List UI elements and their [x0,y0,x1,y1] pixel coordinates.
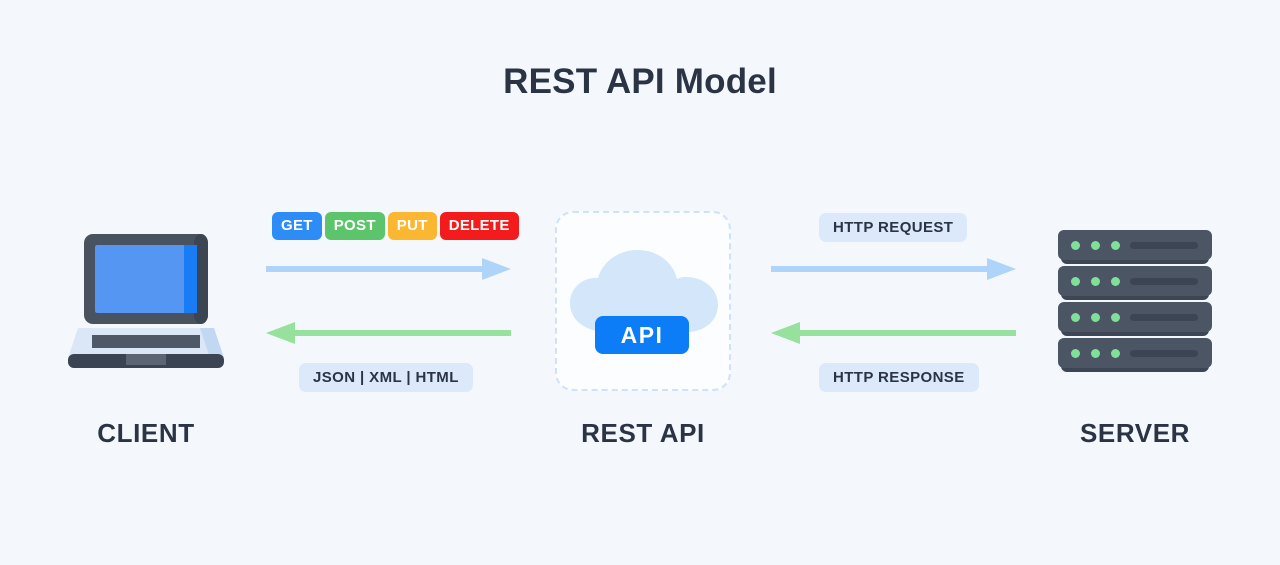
badge-delete[interactable]: DELETE [439,212,519,240]
server-led [1071,277,1080,286]
http-response-badge: HTTP RESPONSE [819,363,979,392]
http-method-badges: GET POST PUT DELETE [272,212,519,240]
server-label: SERVER [1079,418,1191,448]
server-bar [1130,350,1198,357]
api-chip[interactable]: API [595,316,689,354]
badge-get[interactable]: GET [272,212,322,240]
server-led [1091,241,1100,250]
server-bar [1130,278,1198,285]
laptop-icon [68,232,224,370]
server-led [1111,277,1120,286]
rest-api-label: REST API [581,418,705,448]
server-led [1071,349,1080,358]
server-led [1071,313,1080,322]
arrow-api-to-server [771,256,1016,282]
badge-put[interactable]: PUT [387,212,437,240]
cloud-icon [566,250,724,332]
page-title: REST API Model [503,62,777,101]
server-bar [1130,314,1198,321]
server-led [1111,313,1120,322]
server-led [1091,277,1100,286]
rest-api-box: API [555,211,731,391]
arrow-api-to-client [266,320,511,346]
server-rack [1058,338,1212,372]
server-rack [1058,266,1212,300]
server-icon [1058,230,1212,372]
response-formats-badge: JSON | XML | HTML [299,363,473,392]
server-led [1071,241,1080,250]
arrow-client-to-api [266,256,511,282]
arrow-server-to-api [771,320,1016,346]
server-rack [1058,302,1212,336]
server-led [1091,313,1100,322]
server-bar [1130,242,1198,249]
server-led [1111,349,1120,358]
server-led [1111,241,1120,250]
badge-post[interactable]: POST [324,212,385,240]
client-label: CLIENT [97,418,195,448]
http-request-badge: HTTP REQUEST [819,213,968,242]
server-led [1091,349,1100,358]
server-rack [1058,230,1212,264]
